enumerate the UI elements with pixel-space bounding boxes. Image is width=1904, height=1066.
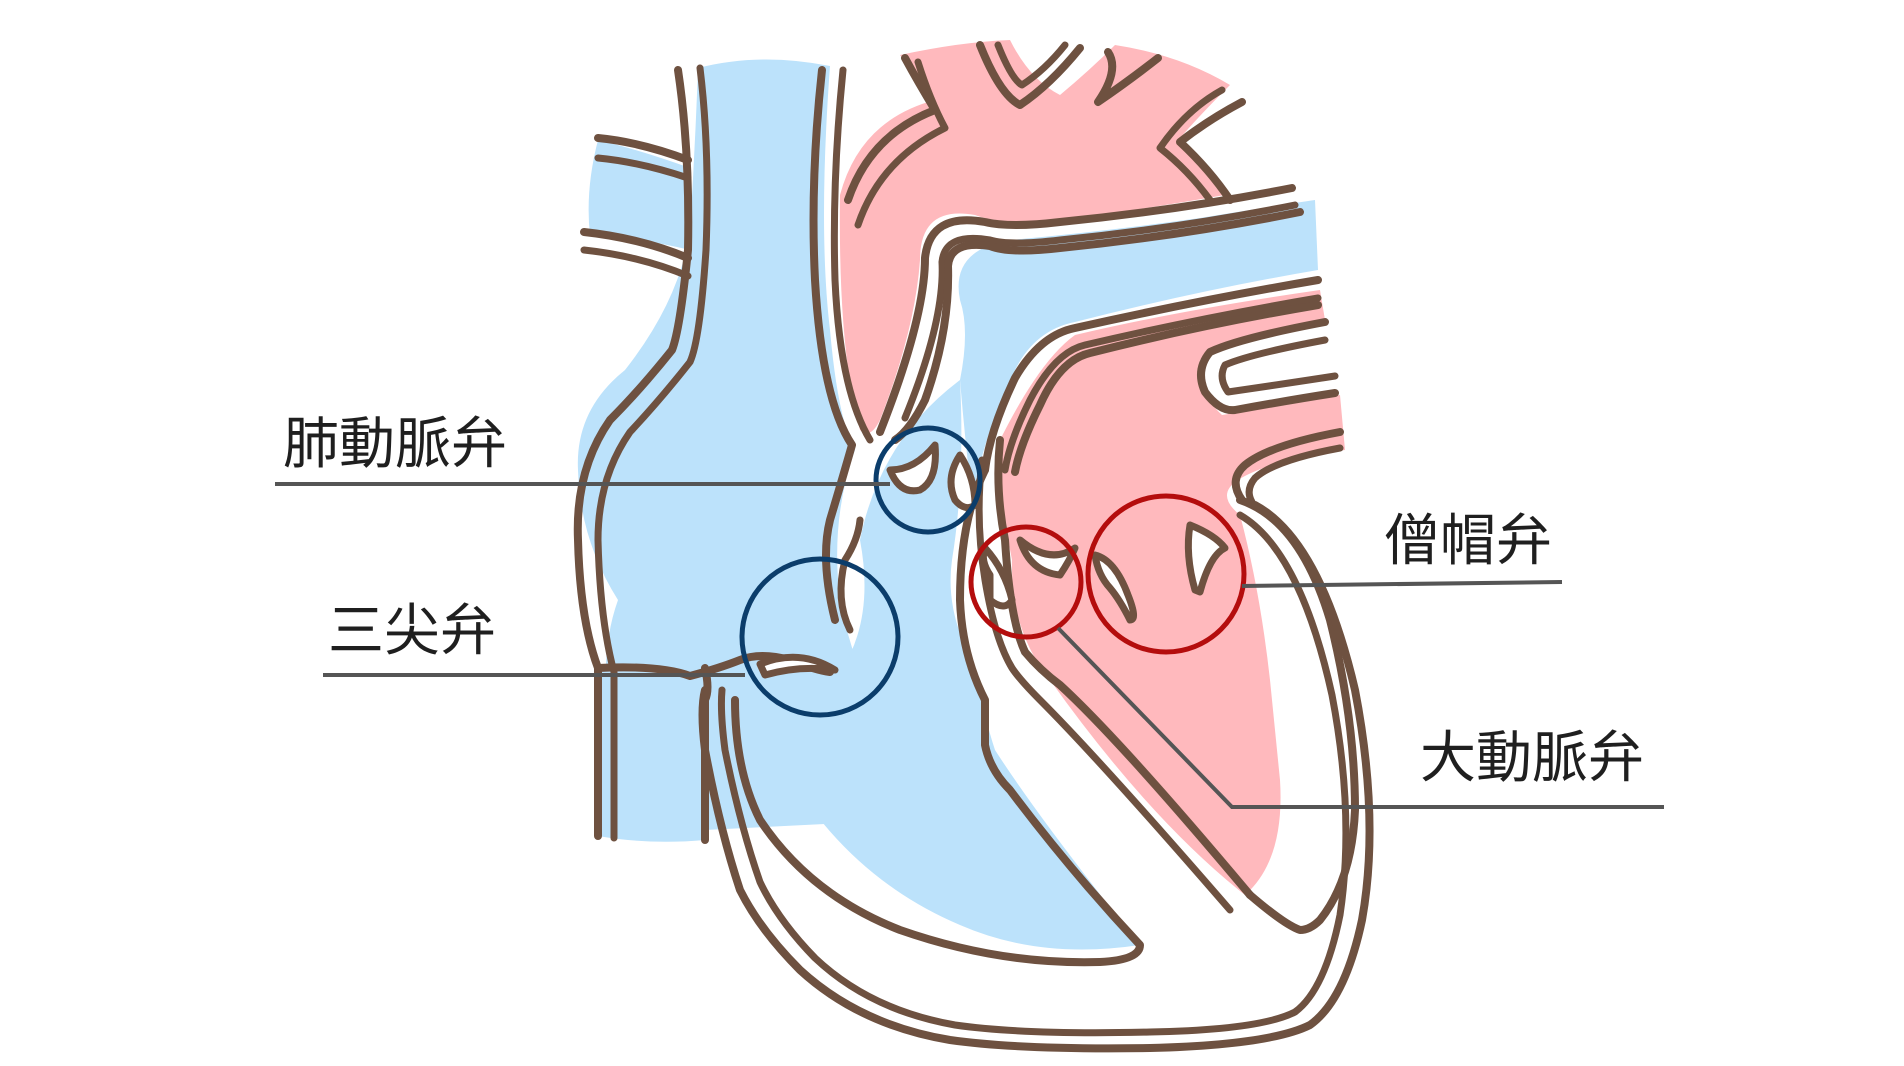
aorta-outer-wall (844, 54, 939, 204)
mitral-valve-leader (1241, 580, 1563, 588)
valve-labels: 肺動脈弁 三尖弁 僧帽弁 大動脈弁 (283, 412, 1644, 791)
pulmonary-valve-leaflet-left (886, 441, 939, 495)
aorta-branch-2 (1094, 48, 1162, 106)
left-heart-regions (839, 40, 1345, 895)
pulmonary-vein-upper (1197, 318, 1339, 415)
left-atrium-region (1000, 290, 1345, 895)
tricuspid-valve-leaflet (756, 653, 839, 679)
vena-cava-branch-wall-bottom-inner (580, 246, 692, 280)
inferior-vena-cava-region (598, 668, 705, 842)
vena-cava-left-wall (573, 66, 693, 840)
vena-cava-branch-wall-top (594, 134, 692, 164)
aortic-valve-leaflet-left (979, 544, 1016, 610)
vena-cava-right-inner-wall (830, 66, 874, 444)
outer-heart-wall (698, 501, 1374, 1053)
inferior-vena-cava-wall-right (701, 664, 712, 844)
pulmonary-artery-bottom-inner-2 (1011, 301, 1322, 476)
label-mitral-valve: 僧帽弁 (1384, 509, 1552, 574)
valve-rings (739, 425, 1247, 718)
vena-cava-left-inner-wall (594, 64, 711, 842)
aorta-branch-1 (976, 41, 1084, 109)
right-heart-regions (577, 59, 1318, 950)
pulmonary-vein-lower (1231, 428, 1344, 504)
vena-cava-branch-wall-top-inner (594, 154, 692, 182)
pulmonary-valve-ring (873, 425, 983, 535)
pulmonary-vein-lower-inner (1245, 444, 1344, 506)
vena-cava-branch-wall-bottom (580, 228, 692, 262)
aortic-valve-leaflet-right (1016, 536, 1079, 579)
mitral-valve-leaflet-right (1184, 521, 1229, 596)
pulmonary-artery-bottom-wall (981, 276, 1322, 474)
aortic-valve-ring (968, 524, 1084, 640)
label-pulmonary-valve: 肺動脈弁 (283, 412, 507, 477)
valve-leaflets (756, 441, 1229, 679)
tricuspid-valve-ring (739, 556, 901, 718)
right-ventricle-inner-wall (731, 466, 1144, 967)
heart-outlines (573, 41, 1374, 1053)
mitral-valve-ring (1085, 493, 1247, 655)
tricuspid-chorda (837, 516, 864, 634)
right-ventricle-region (755, 380, 1140, 950)
aorta-branch-3-inner (1156, 86, 1226, 204)
aorta-branch-1-inner (994, 41, 1069, 89)
label-tricuspid-valve: 三尖弁 (328, 599, 496, 664)
label-aortic-valve: 大動脈弁 (1420, 726, 1644, 791)
pulmonary-artery-region (958, 200, 1318, 500)
leader-lines (275, 482, 1664, 809)
septum-wall (994, 436, 1254, 899)
aortic-valve-leader (1056, 626, 1664, 809)
pulmonary-valve-leaflet-right (947, 451, 979, 512)
mitral-valve-leaflet-left (1091, 551, 1137, 624)
pulmonary-artery-top-inner-2 (891, 208, 1304, 444)
vena-cava-region (577, 59, 905, 831)
outer-heart-wall-inner (717, 511, 1350, 1037)
pulmonary-vein-upper-inner (1218, 336, 1339, 396)
pulmonary-artery-bottom-inner (1001, 294, 1322, 474)
aorta-inner-wall (854, 58, 949, 229)
aorta-branch-3 (1176, 98, 1246, 204)
pulmonary-artery-top-wall (876, 184, 1296, 436)
vena-cava-right-wall (809, 66, 856, 624)
pulmonary-artery-top-inner (901, 201, 1299, 422)
aortic-arch-region (839, 40, 1230, 434)
